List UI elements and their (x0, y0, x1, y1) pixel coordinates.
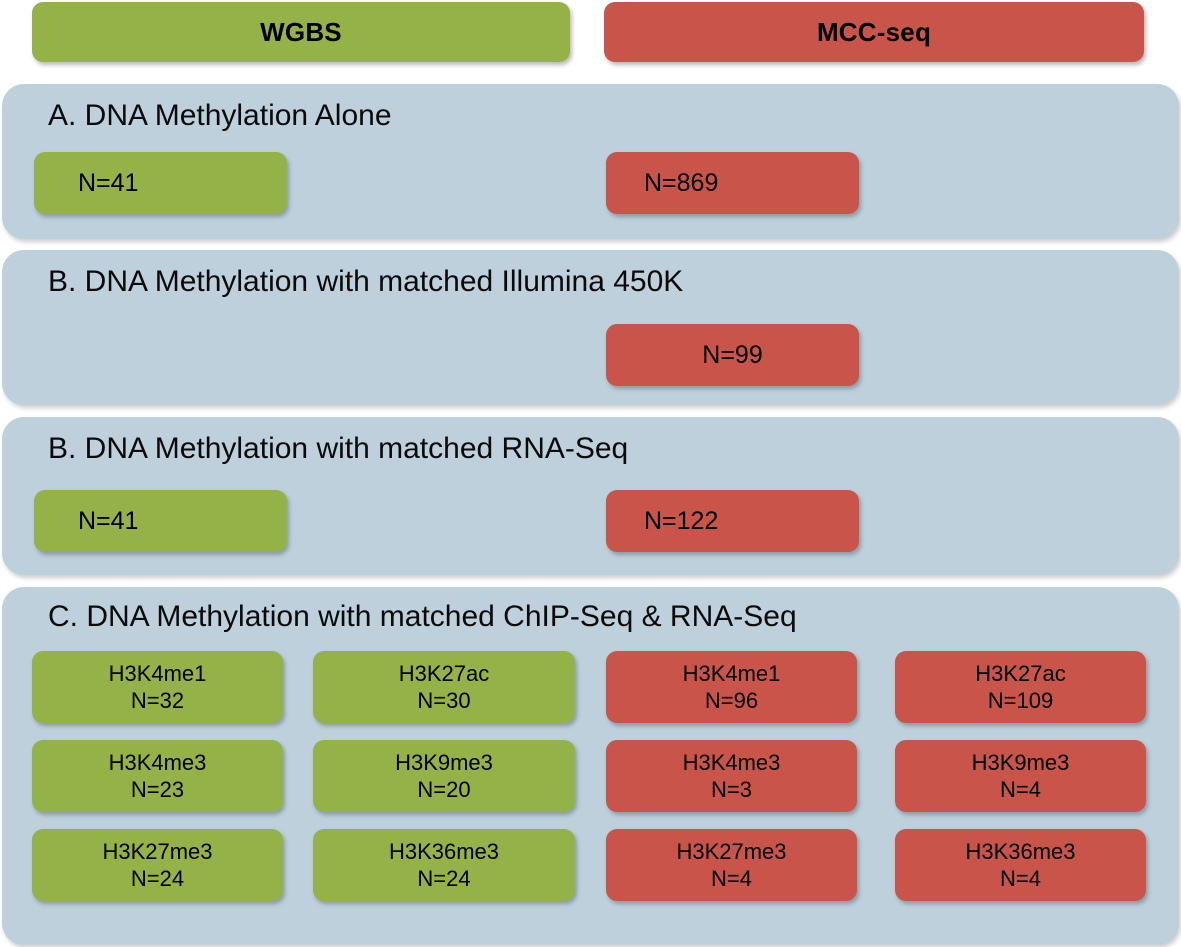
mark-box-wgbs-h3k4me3-count: N=23 (130, 777, 185, 802)
mark-box-wgbs-h3k4me1-name: H3K4me1 (108, 660, 207, 686)
mark-box-mcc-seq-h3k36me3-count: N=4 (1000, 866, 1041, 891)
mark-box-wgbs-h3k4me3-name: H3K4me3 (108, 749, 207, 775)
platform-badge-wgbs: WGBS (32, 2, 570, 62)
mark-box-mcc-seq-h3k4me1-name: H3K4me1 (682, 660, 781, 686)
mark-box-wgbs-h3k36me3: H3K36me3 N=24 (313, 829, 575, 901)
panel-b-rna-seq-wgbs-count-label: N=41 (78, 506, 139, 535)
platform-badge-mcc-seq-label: MCC-seq (816, 16, 932, 47)
mark-box-wgbs-h3k36me3-name: H3K36me3 (388, 838, 500, 864)
panel-a-wgbs-count-label: N=41 (78, 168, 139, 197)
mark-box-mcc-seq-h3k27me3-name: H3K27me3 (676, 838, 787, 864)
panel-a-mcc-seq-count-box: N=869 (606, 152, 859, 214)
mark-box-mcc-seq-h3k9me3-name: H3K9me3 (971, 749, 1070, 775)
mark-box-mcc-seq-h3k27me3-count: N=4 (711, 866, 752, 891)
panel-b-matched-rna-seq: B. DNA Methylation with matched RNA-Seq … (2, 417, 1179, 575)
panel-c-histone-mark-grid: H3K4me1 N=32 H3K27ac N=30 H3K4me1 N=96 H… (2, 651, 1179, 941)
mark-box-wgbs-h3k27ac-count: N=30 (417, 688, 471, 713)
panel-b-rna-seq-title: B. DNA Methylation with matched RNA-Seq (48, 432, 629, 465)
platform-badge-wgbs-label: WGBS (260, 16, 342, 47)
mark-box-wgbs-h3k27me3-name: H3K27me3 (102, 838, 213, 864)
mark-box-mcc-seq-h3k27ac-count: N=109 (987, 688, 1054, 713)
panel-a-dna-methylation-alone: A. DNA Methylation Alone N=41 N=869 (2, 84, 1179, 239)
panel-c-matched-chip-seq-and-rna-seq: C. DNA Methylation with matched ChIP-Seq… (2, 587, 1179, 945)
panel-c-title: C. DNA Methylation with matched ChIP-Seq… (48, 600, 797, 633)
mark-box-mcc-seq-h3k27ac-name: H3K27ac (975, 660, 1066, 686)
mark-box-mcc-seq-h3k4me3: H3K4me3 N=3 (606, 740, 857, 812)
mark-box-wgbs-h3k9me3: H3K9me3 N=20 (313, 740, 575, 812)
mark-box-wgbs-h3k4me1-count: N=32 (130, 688, 185, 713)
mark-box-wgbs-h3k9me3-name: H3K9me3 (395, 749, 493, 775)
mark-box-wgbs-h3k27me3: H3K27me3 N=24 (32, 829, 283, 901)
mark-box-wgbs-h3k4me3: H3K4me3 N=23 (32, 740, 283, 812)
panel-b-rna-seq-mcc-seq-count-box: N=122 (606, 490, 859, 552)
mark-box-wgbs-h3k4me1: H3K4me1 N=32 (32, 651, 283, 723)
mark-box-wgbs-h3k9me3-count: N=20 (417, 777, 471, 802)
panel-b-450k-title: B. DNA Methylation with matched Illumina… (48, 265, 684, 298)
mark-box-wgbs-h3k27ac: H3K27ac N=30 (313, 651, 575, 723)
platform-header-row: WGBS MCC-seq (0, 2, 1181, 64)
mark-box-mcc-seq-h3k36me3-name: H3K36me3 (965, 838, 1076, 864)
mark-box-wgbs-h3k27me3-count: N=24 (130, 866, 185, 891)
mark-box-mcc-seq-h3k9me3: H3K9me3 N=4 (895, 740, 1146, 812)
mark-box-wgbs-h3k36me3-count: N=24 (417, 866, 471, 891)
panel-a-mcc-seq-count-label: N=869 (644, 168, 719, 197)
mark-box-mcc-seq-h3k4me3-count: N=3 (711, 777, 752, 802)
panel-b-rna-seq-wgbs-count-box: N=41 (34, 490, 287, 552)
panel-b-450k-mcc-seq-count-box: N=99 (606, 324, 859, 386)
mark-box-mcc-seq-h3k4me1-count: N=96 (704, 688, 759, 713)
panel-a-wgbs-count-box: N=41 (34, 152, 287, 214)
panel-a-title: A. DNA Methylation Alone (48, 99, 392, 132)
platform-badge-mcc-seq: MCC-seq (604, 2, 1144, 62)
panel-b-rna-seq-mcc-seq-count-label: N=122 (644, 506, 719, 535)
mark-box-wgbs-h3k27ac-name: H3K27ac (398, 660, 490, 686)
panel-b-450k-mcc-seq-count-label: N=99 (702, 340, 763, 369)
panel-b-matched-illumina-450k: B. DNA Methylation with matched Illumina… (2, 250, 1179, 405)
mark-box-mcc-seq-h3k27me3: H3K27me3 N=4 (606, 829, 857, 901)
mark-box-mcc-seq-h3k9me3-count: N=4 (1000, 777, 1041, 802)
mark-box-mcc-seq-h3k4me1: H3K4me1 N=96 (606, 651, 857, 723)
mark-box-mcc-seq-h3k4me3-name: H3K4me3 (682, 749, 781, 775)
mark-box-mcc-seq-h3k27ac: H3K27ac N=109 (895, 651, 1146, 723)
mark-box-mcc-seq-h3k36me3: H3K36me3 N=4 (895, 829, 1146, 901)
